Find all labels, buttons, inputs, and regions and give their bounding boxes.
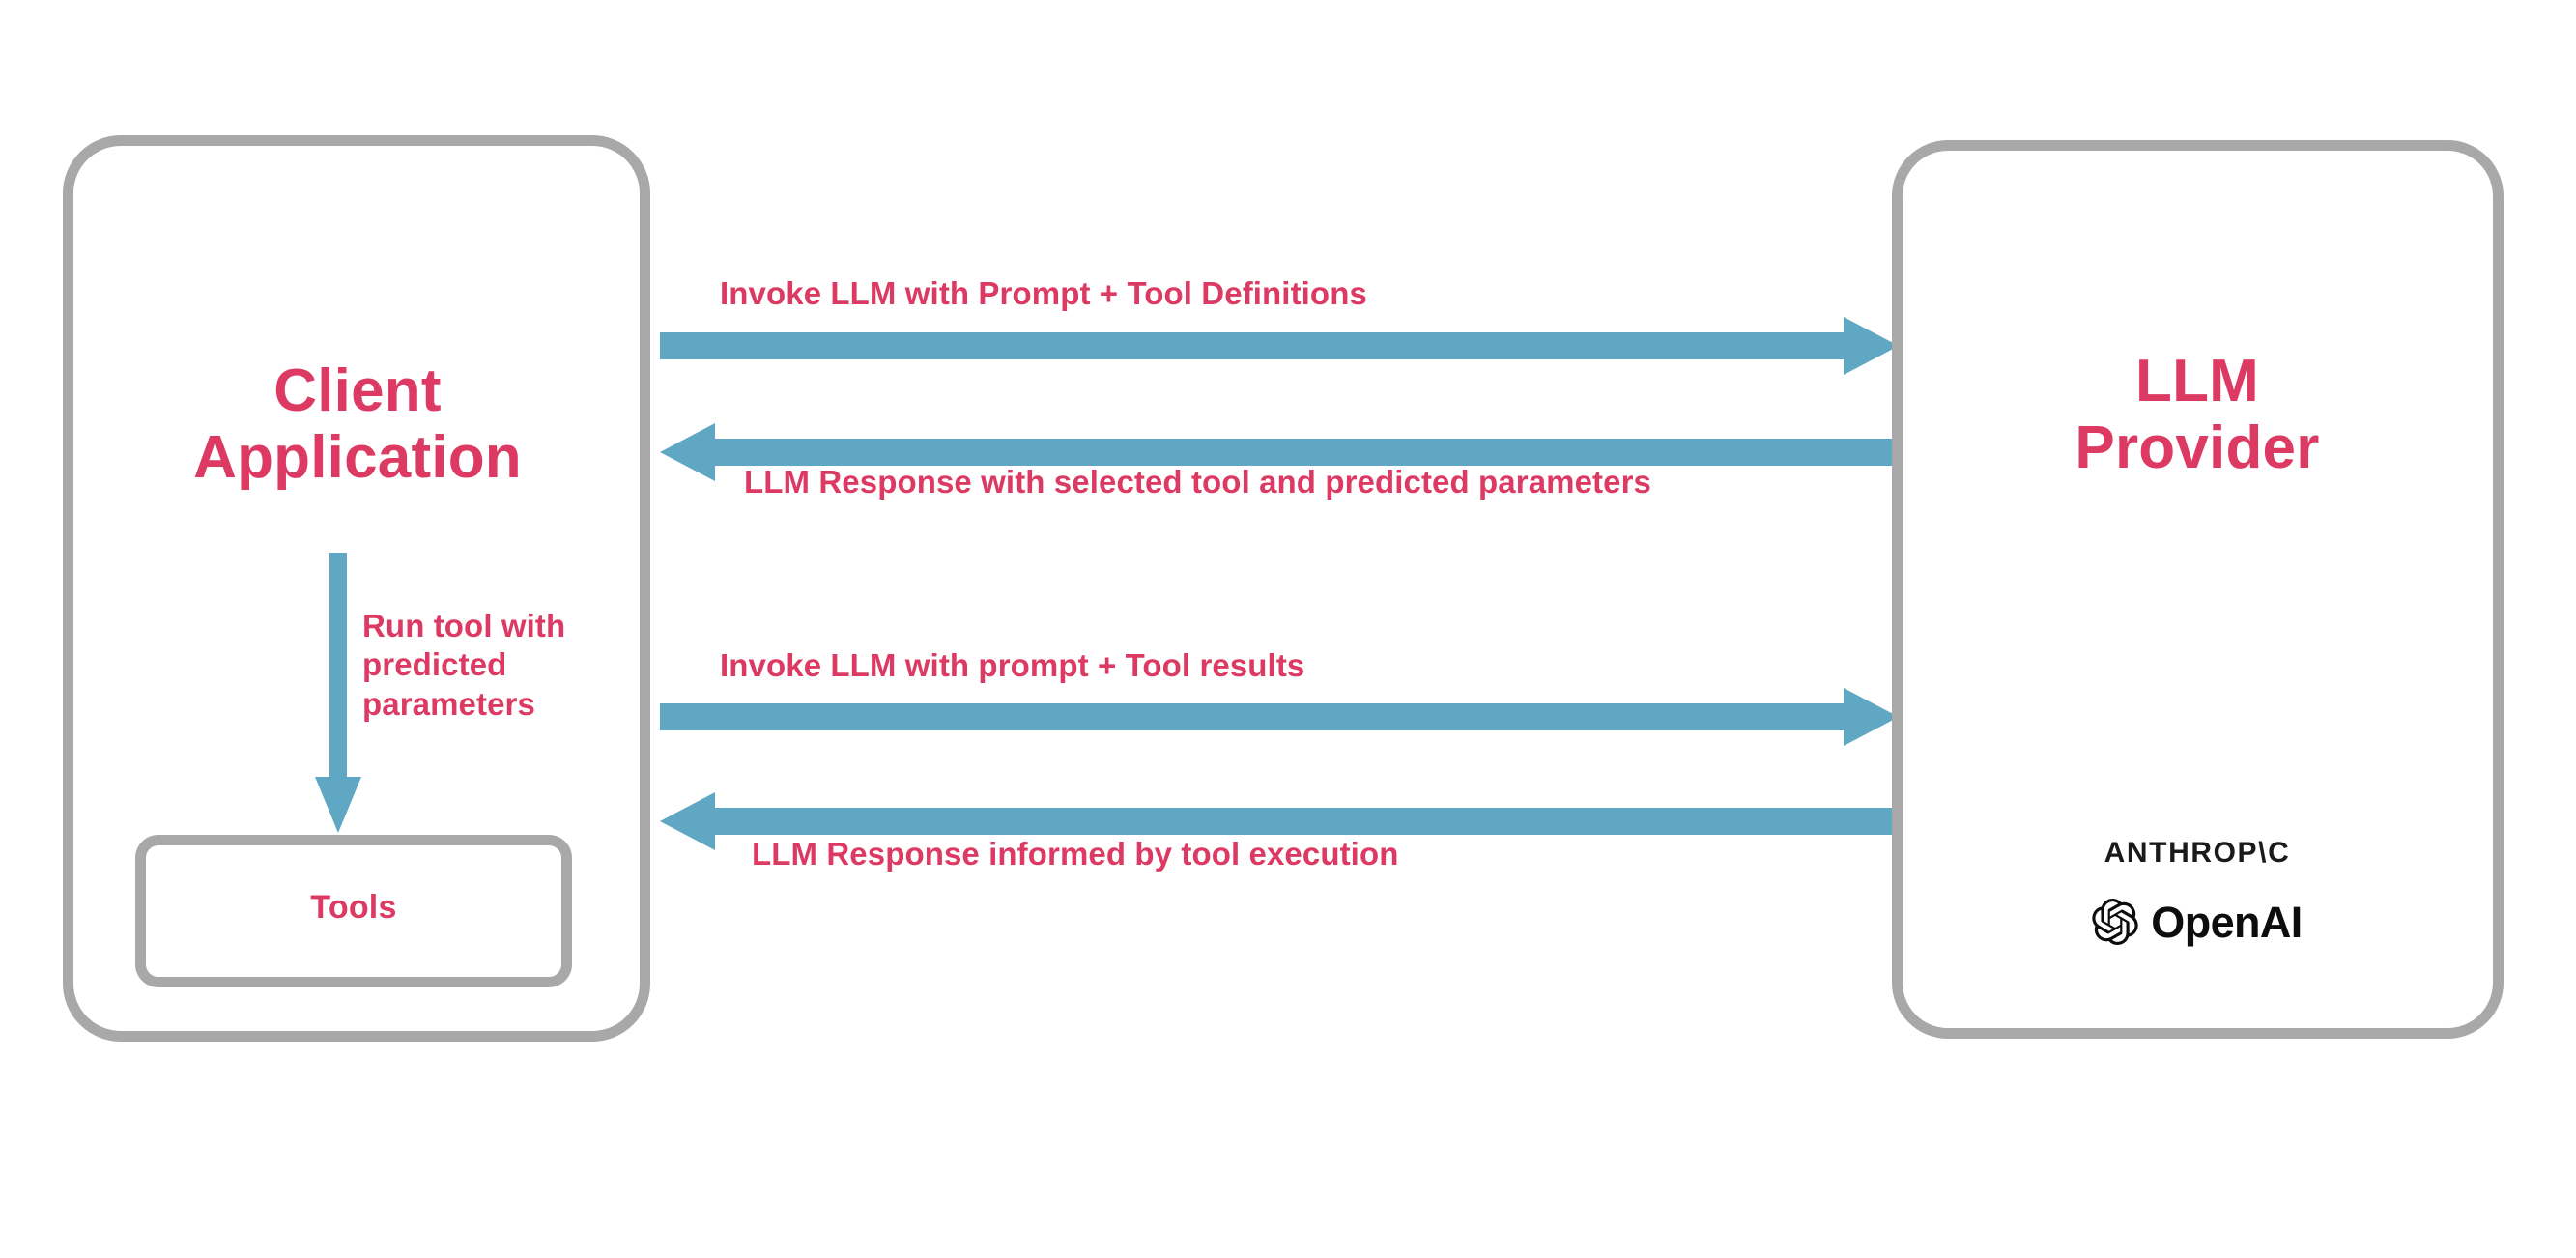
run-tool-arrow [309, 553, 367, 839]
flow-label-invoke-with-tool-definitions: Invoke LLM with Prompt + Tool Definition… [720, 275, 1367, 311]
openai-brand: OpenAI [1902, 899, 2493, 945]
tools-title: Tools [310, 889, 397, 926]
openai-wordmark: OpenAI [2151, 897, 2303, 947]
tools-node [135, 835, 572, 987]
flow-label-response-informed-by-tool: LLM Response informed by tool execution [752, 836, 1399, 872]
flow-arrow-invoke-with-tool-definitions [660, 317, 1899, 375]
provider-title-line-1: LLM [2135, 348, 2259, 415]
flow-label-response-with-selected-tool: LLM Response with selected tool and pred… [744, 464, 1651, 500]
llm-provider-node [1892, 140, 2504, 1039]
flow-label-invoke-with-tool-results: Invoke LLM with prompt + Tool results [720, 647, 1305, 683]
flow-arrow-response-informed-by-tool [660, 792, 1899, 850]
provider-title-line-2: Provider [2075, 415, 2320, 482]
llm-provider-title: LLM Provider [1902, 348, 2493, 482]
client-application-title: Client Application [72, 357, 643, 492]
anthropic-wordmark: ANTHROP\C [2104, 837, 2291, 869]
openai-logo-icon [2092, 899, 2138, 945]
run-tool-label: Run tool with predicted parameters [362, 608, 566, 722]
client-title-line-1: Client [273, 357, 442, 424]
flow-arrow-response-with-selected-tool [660, 423, 1899, 481]
client-title-line-2: Application [193, 424, 522, 492]
flow-arrow-invoke-with-tool-results [660, 688, 1899, 746]
